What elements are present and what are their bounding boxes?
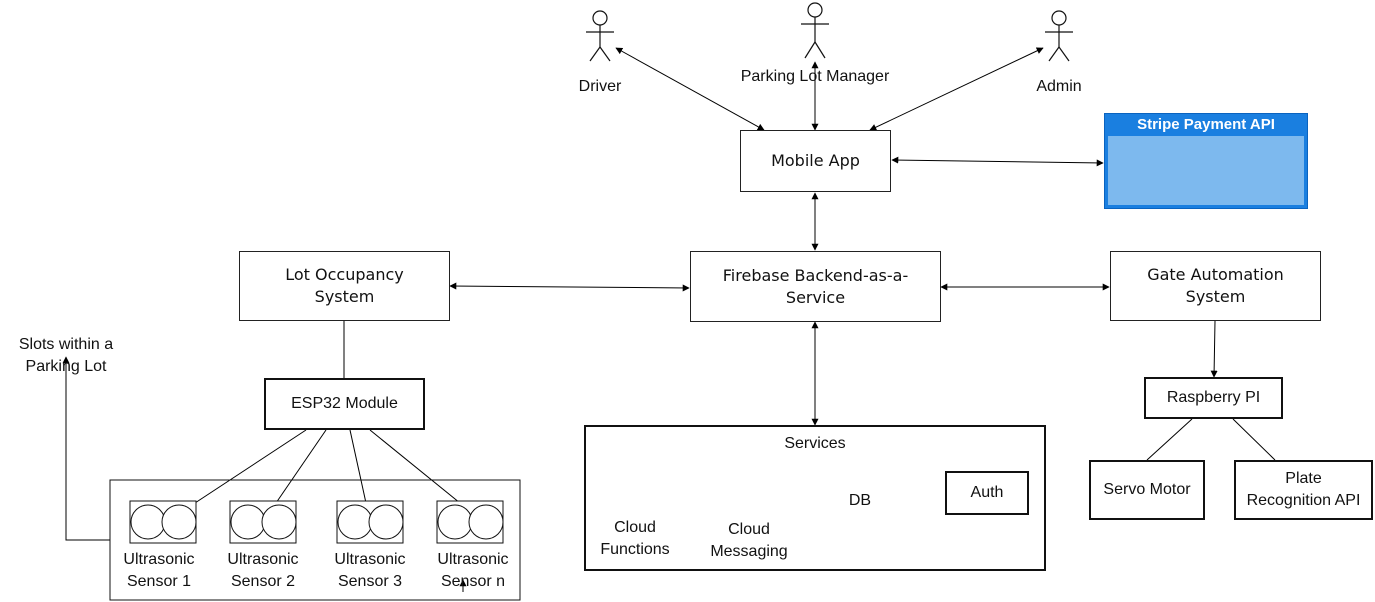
ultrasonic-sensor-n-icon [436,500,504,544]
sensor-2-label-line1: Ultrasonic [227,551,299,568]
services-title: Services [784,435,846,452]
sensor-n-label-line1: Ultrasonic [437,551,509,568]
raspberry-servo-connector [1146,418,1193,461]
sensor-2-label-line2: Sensor 2 [230,573,296,590]
ultrasonic-sensor-1-icon [129,500,197,544]
cloud-functions-label-line2: Functions [600,541,670,558]
driver-app-connector [615,47,765,131]
raspberry-pi-node[interactable]: Raspberry PI [1144,377,1283,419]
admin-app-connector [869,47,1044,131]
auth-node[interactable]: Auth [945,471,1029,515]
manager-label: Parking Lot Manager [740,68,890,85]
sensor-1-label-line2: Sensor 1 [126,573,192,590]
auth-label: Auth [970,484,1004,501]
sensor-n-label-line2: Sensor n [440,573,506,590]
app-stripe-connector [891,156,1104,167]
esp32-label: ESP32 Module [291,395,398,412]
lot-occupancy-node[interactable]: Lot Occupancy System [239,251,450,321]
plate-recognition-node[interactable]: Plate Recognition API [1234,460,1373,520]
mobile-app-label: Mobile App [771,151,860,170]
driver-actor-icon [586,10,614,62]
db-label: DB [848,492,872,509]
manager-actor-icon [801,2,829,59]
esp32-sensor1-connector [194,429,307,504]
ultrasonic-sensor-2-icon [229,500,297,544]
raspberry-label: Raspberry PI [1166,389,1261,406]
sensor-3-label-line2: Sensor 3 [337,573,403,590]
firebase-label-line2: Service [785,287,846,307]
admin-actor-icon [1045,10,1073,62]
cloud-functions-label-line1: Cloud [614,519,656,536]
servo-motor-node[interactable]: Servo Motor [1089,460,1205,520]
firebase-label-line1: Firebase Backend-as-a- [722,265,909,285]
stripe-payment-api-node[interactable]: Stripe Payment API [1104,113,1308,209]
esp32-module-node[interactable]: ESP32 Module [264,378,425,430]
lot-label-line2: System [314,287,375,306]
sensor-1-label-line1: Ultrasonic [123,551,195,568]
slots-connector [62,356,110,541]
services-container: Services [584,425,1046,571]
gate-label-line1: Gate Automation [1147,265,1284,284]
sensor-3-label-line1: Ultrasonic [334,551,406,568]
firebase-backend-node[interactable]: Firebase Backend-as-a- Service [690,251,941,322]
plate-label-line1: Plate [1285,470,1322,487]
esp32-sensor4-connector [369,429,461,504]
slots-label-line1: Slots within a [18,336,114,353]
lot-firebase-connector [449,282,690,292]
stripe-title: Stripe Payment API [1137,116,1275,133]
mobile-app-node[interactable]: Mobile App [740,130,891,192]
plate-label-line2: Recognition API [1246,492,1361,509]
ultrasonic-sensor-3-icon [336,500,404,544]
cloud-messaging-label-line1: Cloud [728,521,770,538]
admin-label: Admin [1036,78,1082,95]
gate-raspberry-connector [1210,320,1218,378]
stripe-body [1108,136,1304,205]
servo-label: Servo Motor [1103,481,1191,498]
sensor-group-box [109,479,521,601]
lot-label-line1: Lot Occupancy [285,265,404,284]
gate-label-line2: System [1185,287,1246,306]
cloud-messaging-label-line2: Messaging [710,543,788,560]
driver-label: Driver [578,78,622,95]
esp32-sensor3-connector [349,429,367,504]
gate-automation-node[interactable]: Gate Automation System [1110,251,1321,321]
raspberry-plate-connector [1232,418,1276,461]
esp32-sensor2-connector [275,429,327,504]
slots-label-line2: Parking Lot [25,358,107,375]
